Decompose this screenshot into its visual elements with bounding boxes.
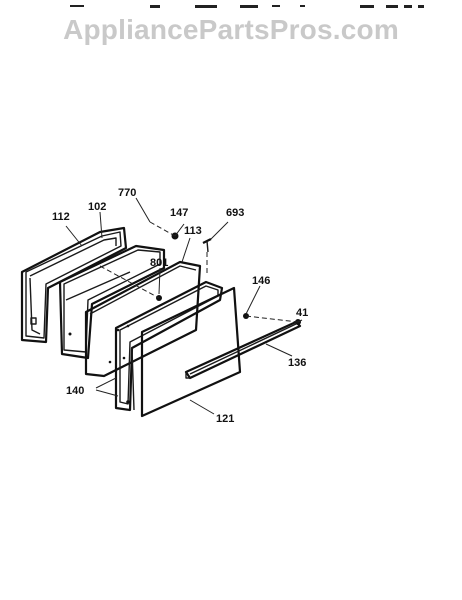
label-113: 113: [184, 225, 202, 237]
assembly-dashed-lines: [99, 221, 299, 323]
part-113-inner-panel: [84, 260, 202, 378]
part-121-outer-glass: [140, 286, 242, 418]
label-140: 140: [66, 385, 84, 397]
watermark-logo: AppliancePartsPros.com: [63, 14, 399, 45]
label-121: 121: [216, 413, 234, 425]
part-112-outer-door: [20, 226, 128, 344]
label-136: 136: [288, 357, 306, 369]
label-801: 801: [150, 257, 168, 269]
label-102: 102: [88, 201, 106, 213]
label-112: 112: [52, 211, 70, 223]
part-102-door-liner: [58, 244, 166, 360]
part-140-glass-frame: [114, 280, 224, 412]
part-136-door-handle: [184, 320, 302, 380]
label-41: 41: [296, 307, 308, 319]
leader-lines: [65, 197, 303, 415]
cropped-top-text-marks: [0, 0, 462, 8]
label-693: 693: [226, 207, 244, 219]
label-147: 147: [170, 207, 188, 219]
part-labels: 770 147 693 112 102 113 801 146 41 136 1…: [52, 187, 308, 425]
part-693-screw: [202, 238, 212, 253]
label-770: 770: [118, 187, 136, 199]
label-146: 146: [252, 275, 270, 287]
